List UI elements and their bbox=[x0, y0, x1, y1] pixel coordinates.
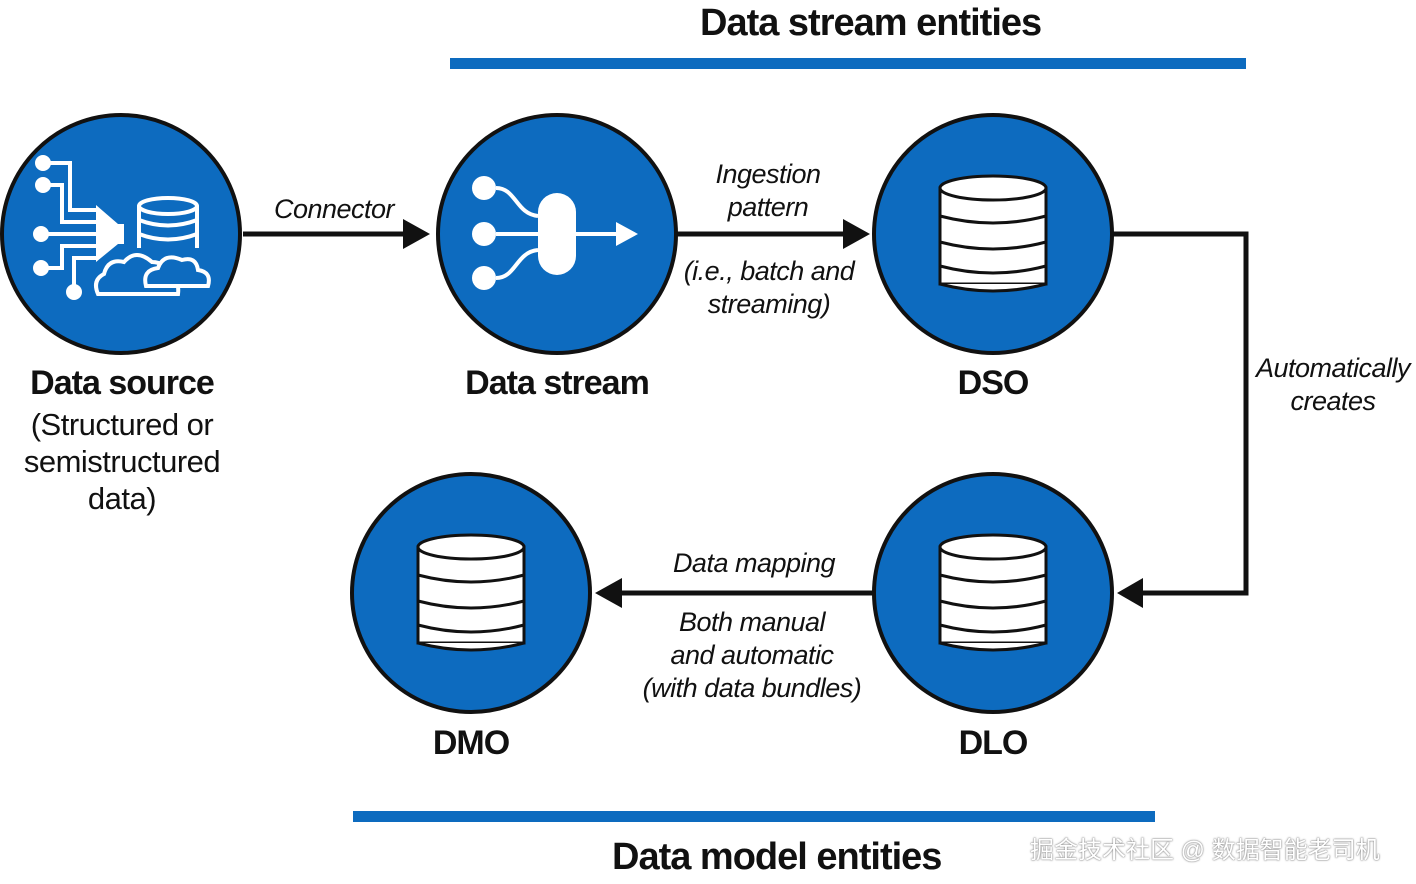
dso-node bbox=[872, 113, 1114, 355]
mapping-line: (with data bundles) bbox=[642, 673, 862, 703]
top-section-title: Data stream entities bbox=[700, 2, 1042, 44]
mapping-label-above: Data mapping bbox=[672, 548, 836, 578]
mapping-label-below: Both manual and automatic (with data bun… bbox=[632, 606, 872, 705]
database-icon bbox=[938, 533, 1048, 652]
database-icon bbox=[416, 533, 526, 652]
dso-label: DSO bbox=[957, 364, 1030, 402]
bottom-section-bar bbox=[353, 811, 1155, 822]
ingestion-arrow bbox=[676, 219, 870, 249]
watermark-text: 掘金技术社区 @ 数据智能老司机 bbox=[1030, 837, 1380, 864]
ingestion-line: pattern bbox=[727, 192, 809, 222]
ingestion-line: (i.e., batch and bbox=[683, 256, 855, 286]
mapping-line: Both manual bbox=[678, 607, 826, 637]
data-source-sub-line: (Structured or bbox=[30, 407, 214, 442]
dmo-label: DMO bbox=[432, 724, 510, 762]
dlo-node bbox=[872, 472, 1114, 714]
auto-creates-line: creates bbox=[1290, 386, 1376, 416]
data-stream-label: Data stream bbox=[465, 364, 650, 402]
data-stream-node bbox=[436, 113, 678, 355]
data-source-label: Data source bbox=[30, 364, 215, 402]
data-source-node bbox=[0, 113, 242, 355]
data-source-icon bbox=[33, 155, 211, 300]
data-source-sub-line: data) bbox=[87, 481, 157, 516]
auto-creates-label: Automatically creates bbox=[1250, 352, 1416, 418]
stream-icon bbox=[472, 176, 638, 290]
ingestion-line: streaming) bbox=[707, 289, 831, 319]
ingestion-label-above: Ingestion pattern bbox=[668, 158, 868, 224]
ingestion-line: Ingestion bbox=[715, 159, 821, 189]
data-source-sub-line: semistructured bbox=[23, 444, 221, 479]
auto-creates-line: Automatically bbox=[1255, 353, 1411, 383]
mapping-line: and automatic bbox=[670, 640, 834, 670]
database-icon bbox=[938, 174, 1048, 293]
mapping-arrow bbox=[595, 578, 873, 608]
ingestion-label-below: (i.e., batch and streaming) bbox=[664, 255, 874, 321]
dlo-label: DLO bbox=[958, 724, 1029, 762]
auto-creates-arrow bbox=[1113, 231, 1249, 608]
data-source-description: (Structured or semistructured data) bbox=[2, 406, 242, 517]
bottom-section-title: Data model entities bbox=[612, 836, 942, 878]
connector-label: Connector bbox=[273, 194, 395, 224]
top-section-bar bbox=[450, 58, 1246, 69]
connector-arrow bbox=[243, 219, 430, 249]
dmo-node bbox=[350, 472, 592, 714]
